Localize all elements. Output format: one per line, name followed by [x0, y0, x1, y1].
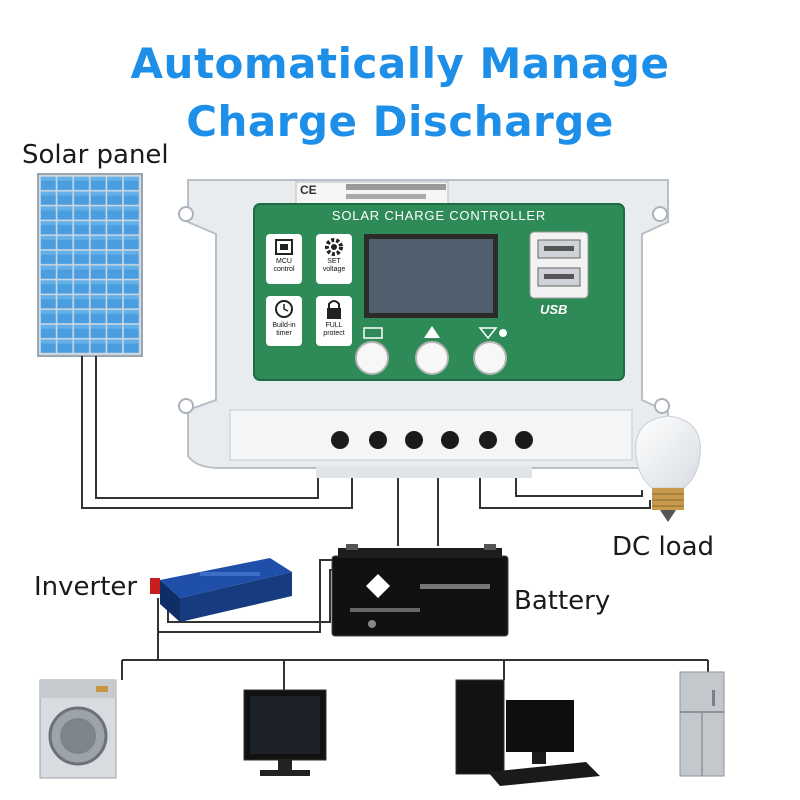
desktop-computer-icon	[455, 679, 600, 786]
feature-full-protect: FULL protect	[316, 322, 352, 338]
solar-panel	[37, 173, 143, 357]
dc-load-label: DC load	[612, 532, 715, 562]
battery	[331, 544, 509, 637]
usb-label: USB	[540, 302, 568, 317]
chip-icon	[275, 239, 293, 255]
headline-line-1: Automatically Manage	[130, 39, 670, 88]
feature-protect-line1: FULL	[325, 322, 343, 329]
feature-set-line2: voltage	[322, 266, 346, 273]
headline-line-2: Charge Discharge	[186, 97, 614, 146]
feature-timer-line1: Build-in	[272, 322, 296, 329]
television-icon	[243, 689, 327, 776]
feature-protect-line2: protect	[323, 330, 345, 337]
feature-set-line1: SET	[327, 258, 341, 265]
inverter-label: Inverter	[34, 572, 138, 602]
lock-icon	[327, 300, 341, 319]
refrigerator-icon	[679, 671, 725, 777]
ce-mark: CE	[300, 183, 317, 197]
battery-label: Battery	[514, 586, 611, 616]
feature-timer-line2: timer	[276, 330, 292, 337]
feature-mcu-line1: MCU	[276, 258, 292, 265]
clock-icon	[275, 300, 293, 318]
solar-charge-controller	[178, 179, 670, 478]
feature-timer: Build-in timer	[266, 322, 302, 338]
feature-set-voltage: SET voltage	[316, 258, 352, 274]
solar-panel-label: Solar panel	[22, 140, 169, 170]
controller-title: SOLAR CHARGE CONTROLLER	[331, 208, 547, 223]
gear-icon	[325, 238, 343, 256]
inverter	[150, 558, 292, 622]
feature-mcu-line2: control	[273, 266, 295, 273]
washing-machine-icon	[39, 679, 117, 779]
dc-load-bulb	[635, 415, 701, 522]
feature-mcu: MCU control	[266, 258, 302, 274]
